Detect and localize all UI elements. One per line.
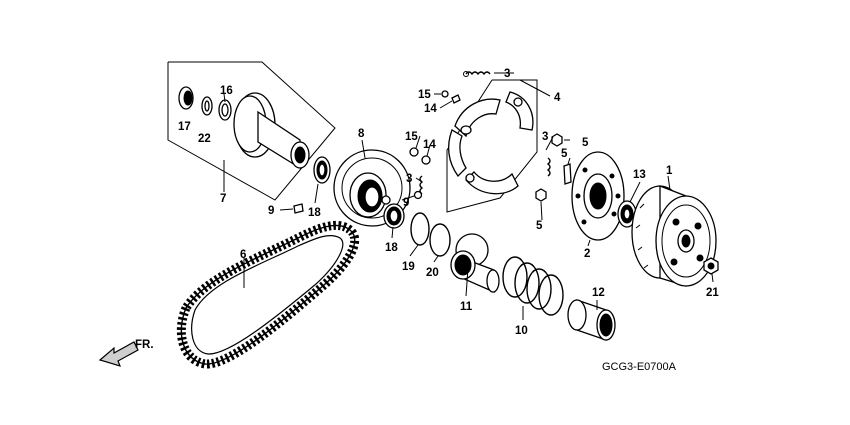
spacer-12	[567, 299, 616, 341]
seal-18-upper	[313, 156, 331, 184]
callout-1: 1	[666, 165, 673, 177]
callout-8: 8	[358, 128, 365, 140]
callout-17: 17	[178, 121, 191, 133]
seal-16	[218, 99, 232, 121]
guide-collar	[450, 233, 500, 293]
seal-18-lower	[383, 203, 405, 229]
callout-3: 3	[542, 131, 548, 143]
callout-19: 19	[402, 261, 415, 273]
movable-drive-face	[233, 92, 310, 170]
callout-14: 14	[424, 103, 437, 115]
shoe-spring-right	[546, 157, 551, 177]
callout-7: 7	[220, 193, 226, 205]
callout-3: 3	[406, 173, 412, 185]
callout-5: 5	[561, 148, 568, 160]
clutch-shoe-bracket	[446, 79, 551, 213]
clip-15-mid	[409, 147, 419, 157]
callout-13: 13	[633, 169, 646, 181]
callout-3: 3	[504, 68, 510, 80]
bolt-5-right	[563, 163, 572, 185]
bearing-17	[178, 86, 194, 110]
clutch-outer	[631, 185, 717, 287]
nut-5-bottom	[535, 188, 547, 202]
nut-21	[703, 257, 719, 275]
clutch-shoes	[447, 91, 534, 195]
o-ring-19	[410, 212, 430, 246]
callout-14: 14	[423, 139, 436, 151]
callout-18: 18	[308, 207, 321, 219]
callout-4: 4	[554, 92, 561, 104]
callout-18: 18	[385, 242, 398, 254]
callout-9: 9	[403, 197, 409, 209]
driven-spring	[502, 256, 564, 316]
callout-12: 12	[592, 287, 605, 299]
callout-22: 22	[198, 133, 211, 145]
callout-21: 21	[706, 287, 719, 299]
callout-9: 9	[268, 205, 274, 217]
front-direction-arrow	[98, 341, 139, 367]
callout-2: 2	[584, 248, 590, 260]
seal-13	[617, 200, 637, 228]
washer-22	[201, 96, 213, 116]
drive-plate	[571, 151, 625, 241]
callout-labels: 1 2 3 3 3 4 5 5 5 6 7 8 9 9 10 11 12 13 …	[135, 68, 719, 373]
leader-lines	[223, 72, 714, 320]
shoe-spring-top	[463, 71, 491, 77]
pin-9-left	[293, 203, 304, 214]
direction-label: FR.	[135, 339, 154, 351]
clip-15-top	[441, 90, 449, 98]
diagram-code: GCG3-E0700A	[602, 361, 677, 373]
drive-belt	[176, 221, 360, 369]
callout-15: 15	[418, 89, 431, 101]
washer-14-mid	[421, 155, 431, 165]
nut-5-top	[551, 133, 563, 147]
o-ring-20	[429, 223, 451, 257]
pin-9-mid	[413, 190, 423, 200]
shoe-spring-mid	[419, 175, 424, 195]
callout-6: 6	[240, 249, 246, 261]
callout-15: 15	[405, 131, 418, 143]
callout-16: 16	[220, 85, 233, 97]
callout-5: 5	[536, 220, 543, 232]
washer-14-top	[451, 94, 461, 104]
callout-5: 5	[582, 137, 589, 149]
callout-20: 20	[426, 267, 439, 279]
callout-11: 11	[460, 301, 473, 313]
callout-10: 10	[515, 325, 528, 337]
